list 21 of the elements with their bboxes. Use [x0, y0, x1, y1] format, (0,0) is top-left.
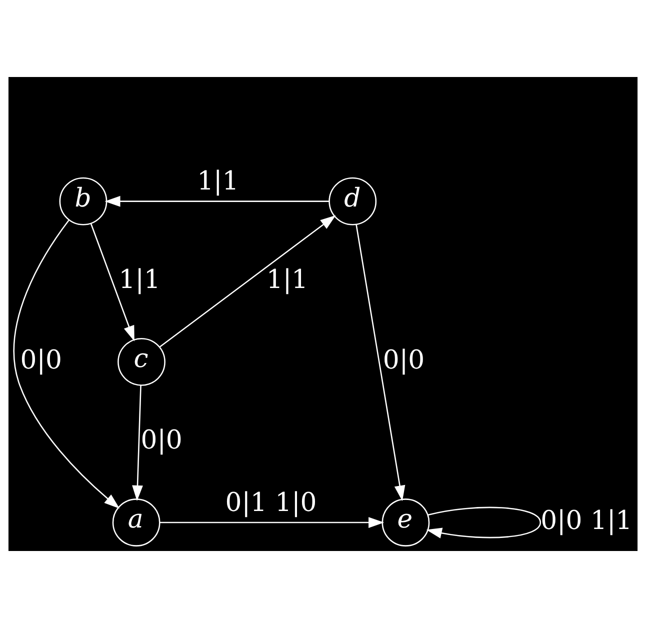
- node-circle: a: [112, 498, 160, 546]
- edge-label: 1|1: [197, 166, 239, 197]
- node-circle: e: [382, 498, 430, 546]
- edge-label: 1|1: [118, 265, 160, 296]
- edge-label: 0|0 1|1: [540, 506, 632, 536]
- arrow: [90, 223, 134, 342]
- arrow: [426, 506, 542, 538]
- edge-label: 0|0: [140, 426, 182, 456]
- arrow: [356, 224, 406, 502]
- arrow: [160, 517, 384, 528]
- arrow: [104, 196, 330, 207]
- arrow: [132, 386, 143, 501]
- arrow: [160, 215, 336, 348]
- edge-label: 1|1: [266, 265, 308, 296]
- edge-label: 0|1 1|0: [225, 488, 317, 518]
- edge-label: 0|0: [20, 345, 62, 376]
- node-circle: b: [59, 177, 108, 226]
- edge-label: 0|0: [382, 345, 425, 376]
- node-circle: c: [118, 338, 166, 386]
- node-circle: d: [328, 177, 377, 226]
- arrow: [13, 220, 120, 509]
